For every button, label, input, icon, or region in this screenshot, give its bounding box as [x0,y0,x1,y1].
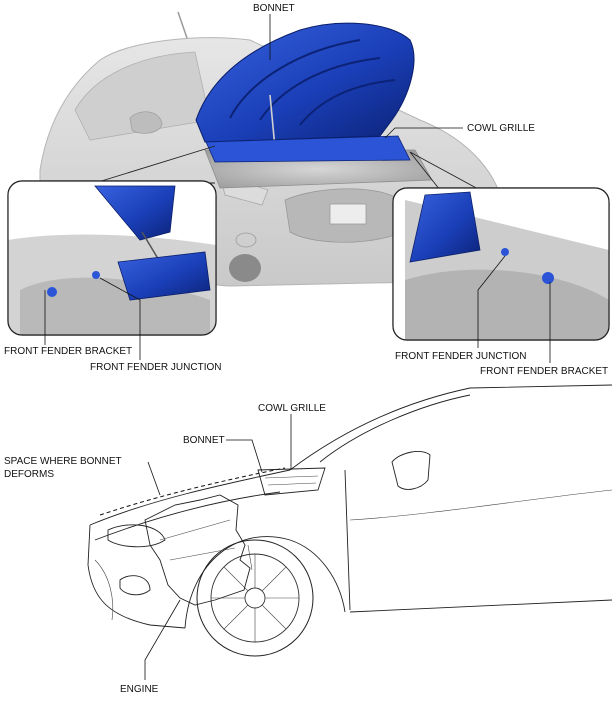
front-tire [229,254,261,282]
bonnet-raised [195,22,415,143]
inset-left [7,180,217,336]
lower-sill [349,599,613,613]
bonnet-deform-space [99,467,286,516]
lower-grille [94,559,114,621]
label-bonnet-bottom: BONNET [183,435,225,446]
bottom-leaders [144,414,292,680]
engine-outline [144,494,251,606]
side-mirror-outline [391,451,431,490]
bottom-illustration [87,384,613,657]
label-space-bonnet-deforms-1: SPACE WHERE BONNET [4,456,122,467]
side-window [74,51,211,141]
bonnet-outline [89,469,291,526]
cowl-grille-top [205,135,411,163]
label-front-fender-junction-left: FRONT FENDER JUNCTION [90,362,221,373]
front-wheel [196,539,314,657]
label-front-fender-junction-right: FRONT FENDER JUNCTION [395,351,526,362]
license-plate [329,203,367,225]
body-side-line [349,489,613,521]
label-engine: ENGINE [120,684,159,695]
front-fascia [87,524,186,629]
cowl-grille-outline [257,467,326,496]
fog-lamp [235,232,257,248]
label-front-fender-bracket-left: FRONT FENDER BRACKET [4,346,132,357]
label-cowl-grille-top: COWL GRILLE [467,123,535,134]
windshield-frame [289,384,613,471]
bonnet-lower-edge [94,491,281,541]
top-leaders [44,14,551,363]
wheel-arch [184,536,346,629]
fog-lamp-outline [119,575,151,596]
bonnet-stay-rod [269,94,276,149]
bonnet-ribs [229,39,396,126]
engine-detail [159,519,253,571]
callout-right-wedge [409,151,481,191]
antenna [177,11,188,39]
label-front-fender-bracket-right: FRONT FENDER BRACKET [480,366,608,377]
inset-right [392,187,610,341]
door-line [344,469,351,611]
label-space-bonnet-deforms-2: DEFORMS [4,469,54,480]
a-pillar [319,394,471,463]
side-mirror [129,111,163,134]
cowl-grille-slats [264,475,319,486]
label-bonnet-top: BONNET [253,3,295,14]
headlight-outline [107,524,166,548]
label-cowl-grille-bottom: COWL GRILLE [258,403,326,414]
